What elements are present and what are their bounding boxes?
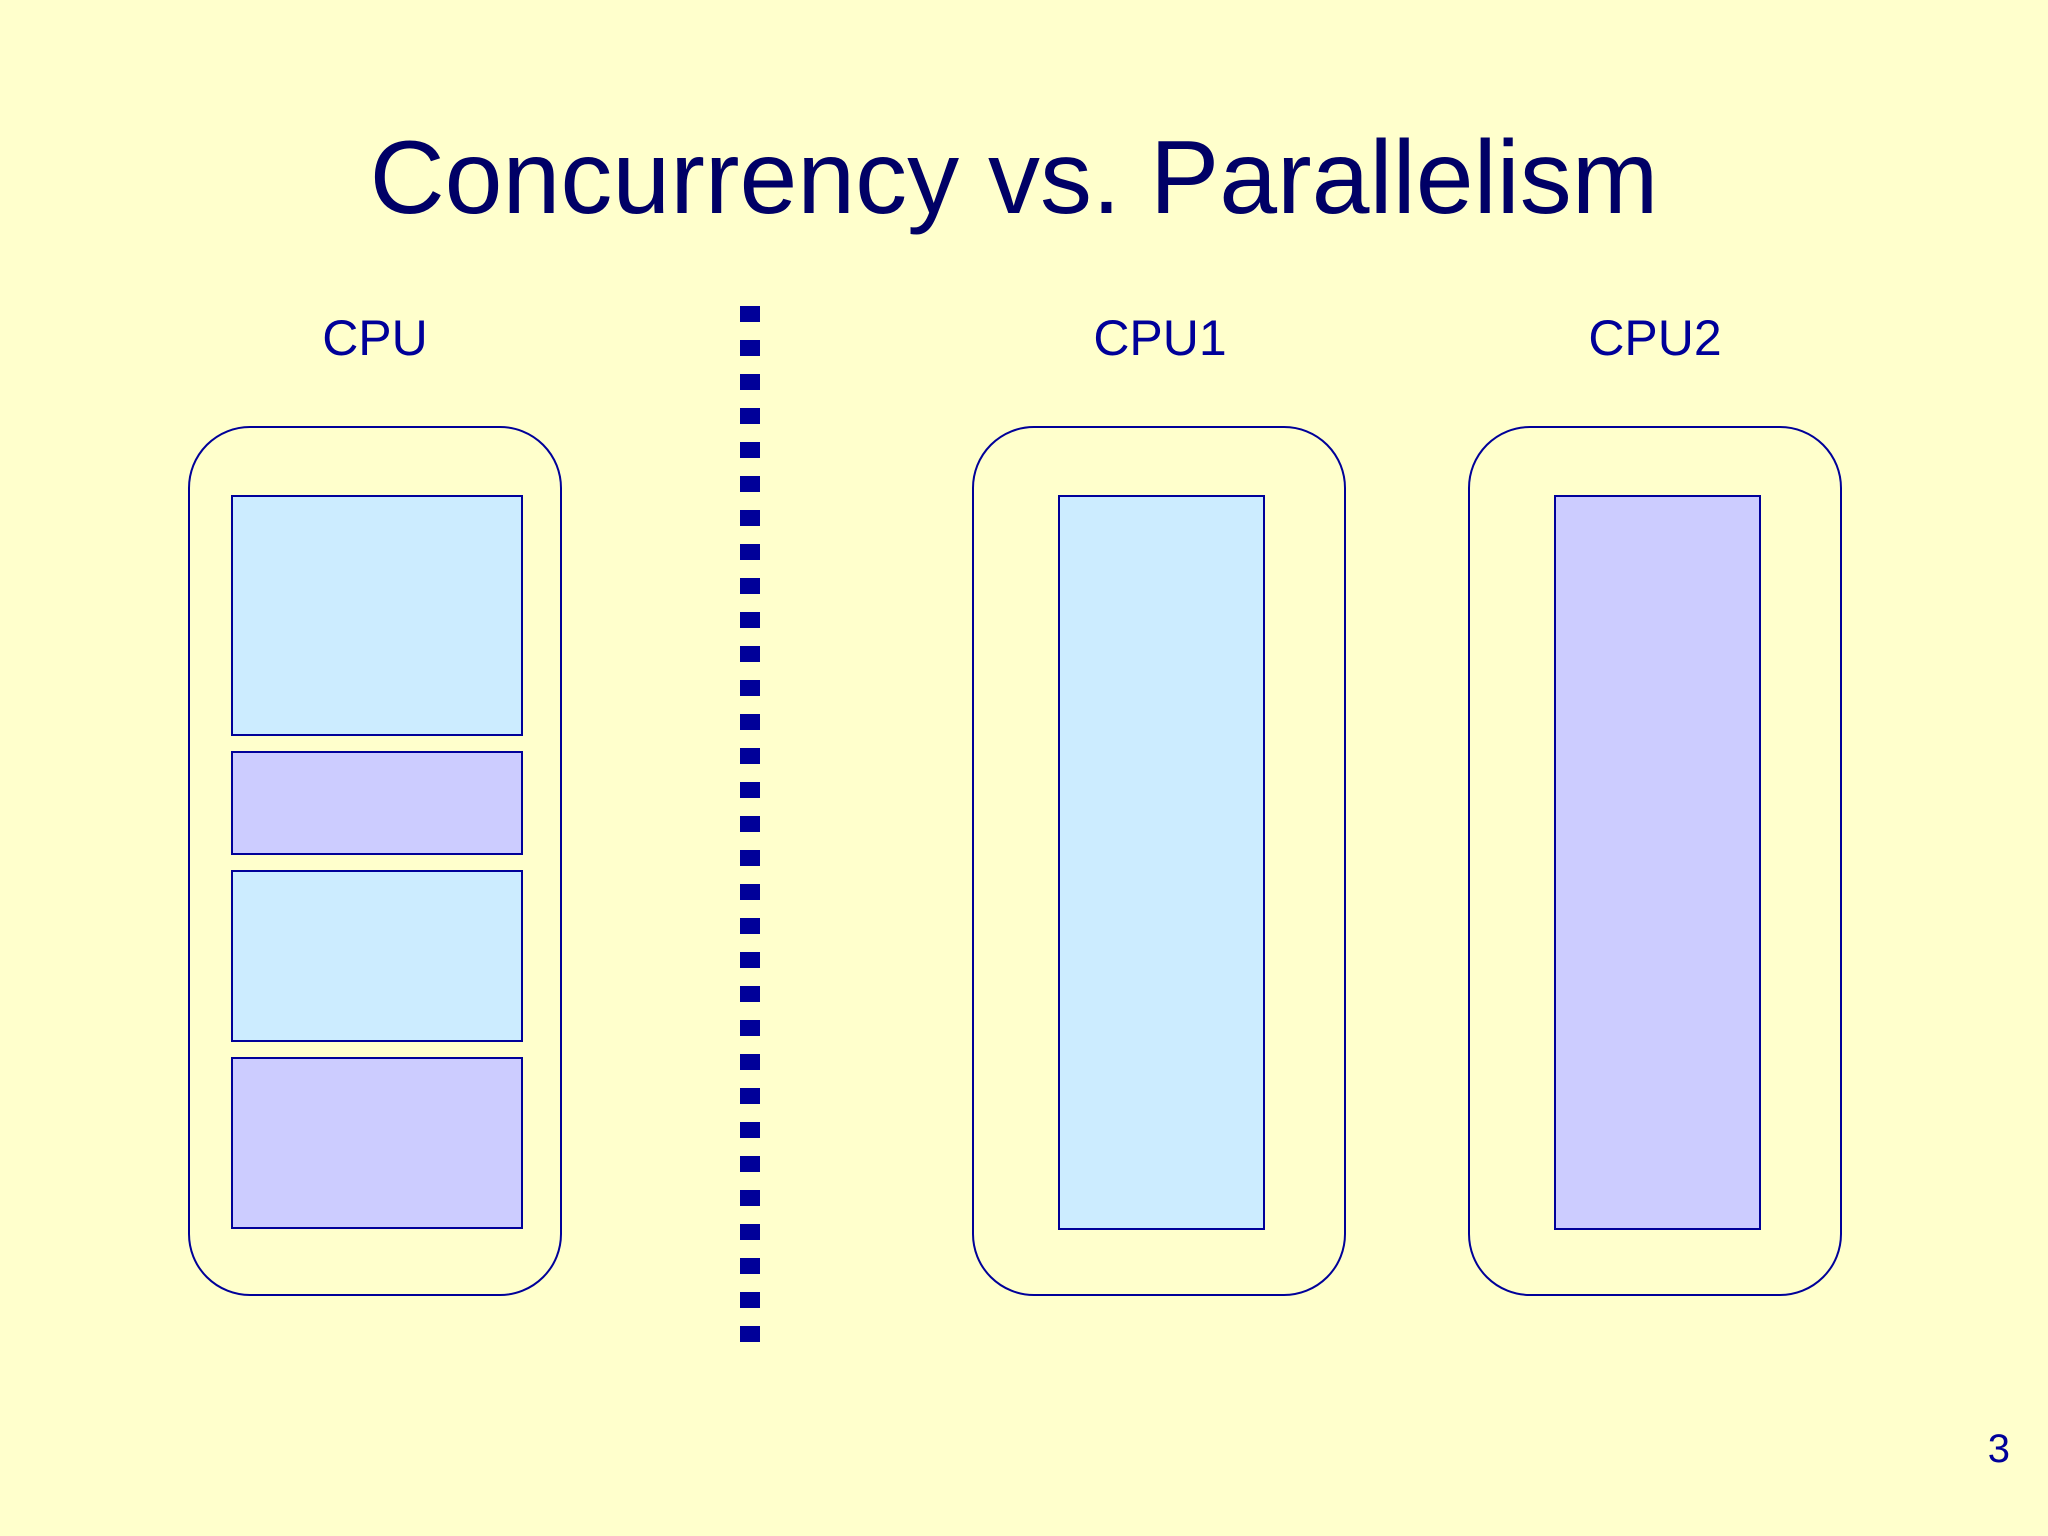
dashed-divider xyxy=(740,306,760,1358)
task-block-a xyxy=(231,870,523,1042)
task-block-b xyxy=(1554,495,1761,1230)
cpu2-box xyxy=(1468,426,1842,1296)
task-block-a xyxy=(1058,495,1265,1230)
task-block-b xyxy=(231,1057,523,1229)
cpu2-label: CPU2 xyxy=(1588,310,1722,366)
cpu1-box xyxy=(972,426,1346,1296)
slide-title: Concurrency vs. Parallelism xyxy=(369,120,1659,236)
task-block-a xyxy=(231,495,523,736)
cpu-box xyxy=(188,426,562,1296)
cpu1-label: CPU1 xyxy=(1093,310,1227,366)
task-block-b xyxy=(231,751,523,855)
cpu-label: CPU xyxy=(322,310,428,366)
page-number: 3 xyxy=(1987,1427,2010,1471)
